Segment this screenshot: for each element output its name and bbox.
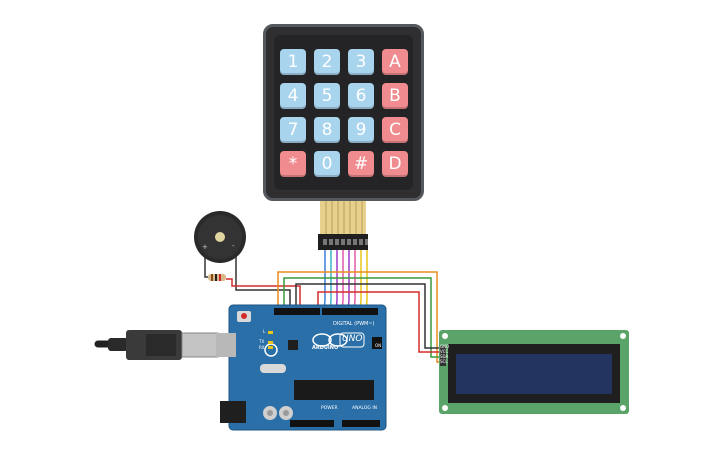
l-led-label: L — [263, 329, 266, 334]
power-label: POWER — [321, 406, 338, 411]
digital-label: DIGITAL (PWM~) — [333, 321, 375, 327]
piezo-buzzer[interactable] — [194, 211, 246, 263]
keypad-wire-2[interactable] — [329, 250, 332, 313]
keypad-wire-1[interactable] — [323, 250, 326, 313]
power-header[interactable] — [290, 420, 334, 427]
keypad-wire-3[interactable] — [335, 250, 338, 313]
analog-label: ANALOG IN — [352, 406, 378, 411]
key-7[interactable]: 7 — [280, 117, 306, 143]
key-hash[interactable]: # — [348, 151, 374, 177]
on-led-label: ON — [375, 343, 382, 348]
key-4[interactable]: 4 — [280, 83, 306, 109]
lcd-pin-gnd: GND — [440, 344, 450, 349]
key-2[interactable]: 2 — [314, 49, 340, 75]
keypad-wire-5[interactable] — [347, 250, 350, 313]
key-1[interactable]: 1 — [280, 49, 306, 75]
keypad-wire-4[interactable] — [341, 250, 344, 313]
buzzer-resistor-wire[interactable] — [204, 255, 208, 278]
key-8[interactable]: 8 — [314, 117, 340, 143]
uno-logo — [312, 332, 365, 348]
digital-header-1[interactable] — [274, 308, 320, 315]
key-6[interactable]: 6 — [348, 83, 374, 109]
lcd-pin-vcc: VCC — [440, 349, 449, 354]
arduino-brand-label: ARDUINO — [312, 345, 339, 351]
buzzer-plus-label: + — [202, 243, 208, 251]
rx-led-label: RX — [259, 345, 265, 350]
usb-plug[interactable] — [181, 332, 219, 358]
atmega-chip — [294, 380, 374, 400]
analog-header[interactable] — [342, 420, 380, 427]
resistor[interactable] — [208, 274, 226, 281]
lcd-green-wire[interactable] — [283, 277, 446, 358]
key-d[interactable]: D — [382, 151, 408, 177]
arduino-model-label: UNO — [342, 334, 363, 344]
key-0[interactable]: 0 — [314, 151, 340, 177]
key-b[interactable]: B — [382, 83, 408, 109]
lcd-screen — [456, 354, 612, 394]
usb-cable — [94, 330, 219, 360]
key-a[interactable]: A — [382, 49, 408, 75]
keypad-wire-7[interactable] — [359, 250, 362, 313]
lcd-black-wire[interactable] — [295, 283, 446, 349]
arduino-uno-board[interactable] — [216, 304, 387, 431]
lcd-pin-scl: SCL — [440, 359, 448, 364]
digital-header-2[interactable] — [322, 308, 378, 315]
wires — [204, 250, 446, 428]
tx-led-label: TX — [259, 339, 265, 344]
power-jack[interactable] — [220, 401, 246, 423]
keypad-cable — [318, 201, 368, 250]
key-3[interactable]: 3 — [348, 49, 374, 75]
resistor-red-wire[interactable] — [226, 278, 301, 312]
lcd-module[interactable] — [439, 330, 629, 414]
lcd-pin-sda: SDA — [440, 354, 449, 359]
buzzer-minus-label: - — [232, 242, 235, 250]
buzzer-minus-wire[interactable] — [235, 258, 291, 312]
key-5[interactable]: 5 — [314, 83, 340, 109]
keypad-wire-8[interactable] — [365, 250, 368, 313]
lcd-red-wire[interactable] — [317, 291, 446, 353]
key-9[interactable]: 9 — [348, 117, 374, 143]
key-c[interactable]: C — [382, 117, 408, 143]
keypad-wire-6[interactable] — [353, 250, 356, 313]
key-star[interactable]: * — [280, 151, 306, 177]
